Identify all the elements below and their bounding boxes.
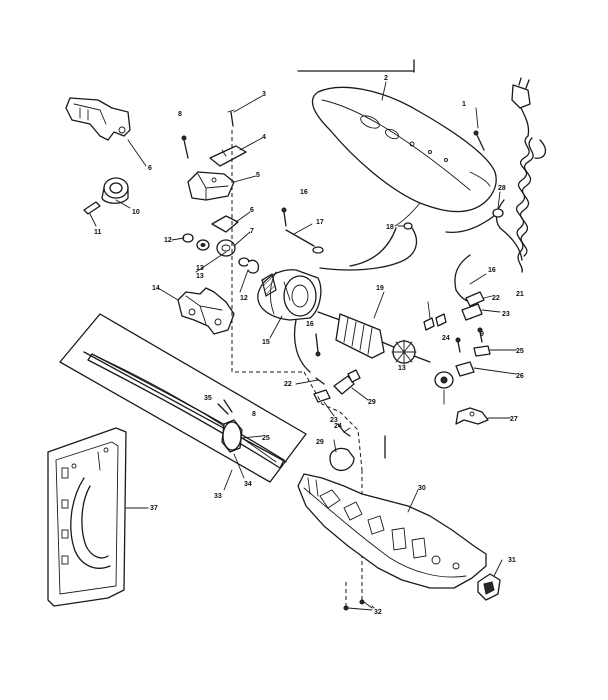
washer-part-d xyxy=(247,259,260,274)
callout-4: 4 xyxy=(262,134,266,141)
callout-14: 14 xyxy=(152,285,160,292)
screw-part-1 xyxy=(473,130,485,151)
callout-6: 6 xyxy=(148,165,152,172)
callout-17: 17 xyxy=(316,219,324,226)
screw-part-32 xyxy=(343,599,373,611)
callout-33: 33 xyxy=(214,493,222,500)
callout-32: 32 xyxy=(374,609,382,616)
callout-22b: 22 xyxy=(284,381,292,388)
callout-11: 11 xyxy=(94,229,102,236)
callout-31: 31 xyxy=(508,557,516,564)
callout-23b: 23 xyxy=(330,417,338,424)
power-cord-part xyxy=(454,77,547,304)
bearing-part-26 xyxy=(455,361,475,377)
callout-13: 13 xyxy=(196,273,204,280)
screw-part-24 xyxy=(455,327,483,353)
blade-guide-bracket-part xyxy=(177,287,235,335)
callout-29: 29 xyxy=(368,399,376,406)
blade-assembly-box xyxy=(59,313,307,483)
knob-part xyxy=(101,177,129,204)
callout-25b: 25 xyxy=(262,435,270,442)
callout-16: 16 xyxy=(300,189,308,196)
callout-29b: 29 xyxy=(316,439,324,446)
callout-8: 8 xyxy=(178,111,182,118)
callout-19: 19 xyxy=(376,285,384,292)
pin-part xyxy=(83,201,101,215)
callout-13-alt: 13 xyxy=(398,365,406,372)
callout-25: 25 xyxy=(516,348,524,355)
callout-5: 5 xyxy=(256,172,260,179)
callout-18: 18 xyxy=(386,224,394,231)
brush-part-23b xyxy=(313,389,331,403)
callout-24: 24 xyxy=(442,335,450,342)
bearing-part-7 xyxy=(434,371,454,389)
switch-lead-part xyxy=(319,208,504,271)
leader-lines xyxy=(89,81,517,609)
callout-30: 30 xyxy=(418,485,426,492)
screw-part-3 xyxy=(227,109,235,127)
screw-part-8 xyxy=(181,135,189,159)
callout-26: 26 xyxy=(516,373,524,380)
callout-8b: 8 xyxy=(252,411,256,418)
clip-part-22b xyxy=(315,377,325,385)
washer-part-a xyxy=(182,233,194,243)
callout-28: 28 xyxy=(498,185,506,192)
release-bracket-part xyxy=(65,97,147,167)
brush-cap-part-25 xyxy=(473,345,491,357)
cap-part-29b xyxy=(329,447,355,472)
callout-10: 10 xyxy=(132,209,140,216)
armature-part xyxy=(317,311,431,365)
brush-part-29 xyxy=(333,369,361,395)
callout-labels: 1 2 3 4 5 6 6 7 8 8 9 10 11 12 12 13 13 … xyxy=(94,75,524,616)
top-reference-line xyxy=(297,59,415,73)
wire-lead-part xyxy=(293,319,311,373)
bracket-part-27 xyxy=(455,407,489,425)
brush-part-23 xyxy=(461,303,483,321)
callout-27: 27 xyxy=(510,416,518,423)
handle-side-panel-part xyxy=(47,427,149,607)
spring-part-23-pair xyxy=(423,313,447,331)
callout-9: 9 xyxy=(480,331,484,338)
callout-15: 15 xyxy=(262,339,270,346)
bottom-housing-part xyxy=(297,473,487,589)
switch-bracket-part xyxy=(187,171,235,201)
callout-16b: 16 xyxy=(306,321,314,328)
callout-23: 23 xyxy=(502,311,510,318)
callout-6b: 6 xyxy=(250,207,254,214)
callout-3: 3 xyxy=(262,91,266,98)
callout-12b: 12 xyxy=(240,295,248,302)
callout-1: 1 xyxy=(462,101,466,108)
housing-cover-part xyxy=(311,86,497,227)
callout-35: 35 xyxy=(204,395,212,402)
motor-field-part xyxy=(257,269,322,321)
callout-7: 7 xyxy=(250,228,254,235)
brush-holder-part-17 xyxy=(281,207,324,254)
switch-button-part xyxy=(216,239,236,257)
callout-24b: 24 xyxy=(334,423,342,430)
callout-12: 12 xyxy=(164,237,172,244)
callout-21: 21 xyxy=(516,291,524,298)
washer-part-c xyxy=(238,257,250,267)
switch-slider-part xyxy=(211,215,239,233)
brush-part-22 xyxy=(465,291,485,307)
screw-part-16 xyxy=(315,333,321,357)
callout-16c: 16 xyxy=(488,267,496,274)
callout-2: 2 xyxy=(384,75,388,82)
end-cap-part xyxy=(477,573,501,601)
spring-clip-part xyxy=(209,145,247,167)
callout-34: 34 xyxy=(244,481,252,488)
washer-part-b xyxy=(196,239,210,251)
callout-13b: 13 xyxy=(196,265,204,272)
callout-22: 22 xyxy=(492,295,500,302)
callout-37: 37 xyxy=(150,505,158,512)
